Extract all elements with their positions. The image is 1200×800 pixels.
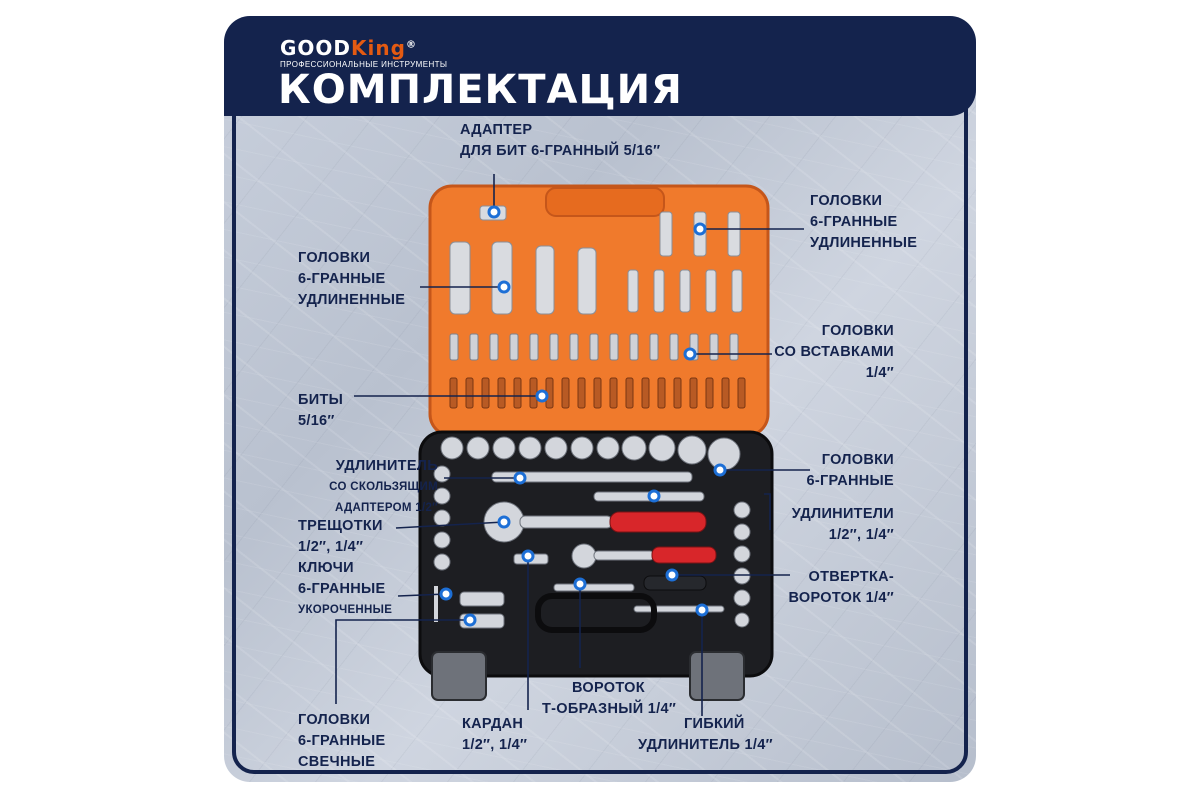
callout-heads-long-left-line3: УДЛИНЕННЫЕ <box>298 292 406 308</box>
ratchet-small <box>571 543 717 569</box>
hex-sockets-left-col <box>433 465 451 571</box>
callout-lines <box>335 174 810 716</box>
callout-ratchets-line1: ТРЕЩОТКИ <box>298 518 383 534</box>
callout-screwdriver-line1: ОТВЕРТКА- <box>808 569 894 585</box>
lid-handle <box>545 187 665 217</box>
callout-heads-inserts-line1: ГОЛОВКИ <box>821 323 894 339</box>
latch-left <box>431 651 487 701</box>
callout-t-handle: ВОРОТОК Т-ОБРАЗНЫЙ 1/4″ <box>542 678 676 720</box>
bits-row <box>449 377 746 409</box>
callout-flex-ext-line2: УДЛИНИТЕЛЬ 1/4″ <box>638 737 773 753</box>
callout-extension-slide-line3: АДАПТЕРОМ 1/2″ <box>335 502 438 514</box>
latch-right <box>689 651 745 701</box>
callout-heads-inserts-line3: 1/4″ <box>865 365 894 381</box>
product-poster: GOODKing® ПРОФЕССИОНАЛЬНЫЕ ИНСТРУМЕНТЫ К… <box>224 16 976 782</box>
callout-heads-long-right-line2: 6-ГРАННЫЕ <box>810 214 898 230</box>
callout-t-handle-line2: Т-ОБРАЗНЫЙ 1/4″ <box>542 701 677 717</box>
t-handle <box>553 583 635 592</box>
callout-cardan-line1: КАРДАН <box>462 716 524 732</box>
callout-t-handle-line1: ВОРОТОК <box>572 680 645 696</box>
callout-keys-line2: 6-ГРАННЫЕ <box>298 581 386 597</box>
long-sockets-left <box>449 241 597 315</box>
callout-adapter: АДАПТЕР ДЛЯ БИТ 6-ГРАННЫЙ 5/16″ <box>460 120 660 162</box>
callout-heads-hex-line1: ГОЛОВКИ <box>821 452 894 468</box>
callout-heads-inserts: ГОЛОВКИ СО ВСТАВКАМИ 1/4″ <box>774 321 894 384</box>
callout-markers <box>439 205 727 627</box>
insert-sockets-row <box>449 333 739 361</box>
callout-keys-line1: КЛЮЧИ <box>298 560 354 576</box>
long-sockets-right <box>627 211 743 313</box>
brand-logo: GOODKing® <box>280 36 417 60</box>
callout-extensions-line1: УДЛИНИТЕЛИ <box>791 506 894 522</box>
callout-flex-ext-line1: ГИБКИЙ <box>684 716 745 732</box>
callout-heads-long-left: ГОЛОВКИ 6-ГРАННЫЕ УДЛИНЕННЫЕ <box>298 248 405 311</box>
brand-name-part2: King <box>351 36 406 60</box>
callout-spark-heads-line3: СВЕЧНЫЕ <box>298 754 376 770</box>
toolbox-illustration <box>335 174 810 716</box>
callout-adapter-line2: ДЛЯ БИТ 6-ГРАННЫЙ 5/16″ <box>460 143 661 159</box>
brand-name-part1: GOOD <box>280 36 352 60</box>
callout-heads-long-left-line1: ГОЛОВКИ <box>298 250 371 266</box>
callout-extensions: УДЛИНИТЕЛИ 1/2″, 1/4″ <box>792 504 894 546</box>
hex-sockets-top-row <box>440 434 741 471</box>
callout-cardan-line2: 1/2″, 1/4″ <box>462 737 528 753</box>
callout-adapter-line1: АДАПТЕР <box>460 122 533 138</box>
callout-heads-hex: ГОЛОВКИ 6-ГРАННЫЕ <box>807 450 895 492</box>
page-title: КОМПЛЕКТАЦИЯ <box>278 67 683 113</box>
callout-ratchets: ТРЕЩОТКИ 1/2″, 1/4″ <box>298 516 383 558</box>
callout-bits-line2: 5/16″ <box>298 413 335 429</box>
callout-spark-heads-line2: 6-ГРАННЫЕ <box>298 733 386 749</box>
callout-cardan: КАРДАН 1/2″, 1/4″ <box>462 714 527 756</box>
callout-extension-slide-line1: УДЛИНИТЕЛЬ <box>335 458 438 474</box>
brand-tagline: ПРОФЕССИОНАЛЬНЫЕ ИНСТРУМЕНТЫ <box>280 60 448 69</box>
flex-extension <box>633 605 725 613</box>
callout-spark-heads: ГОЛОВКИ 6-ГРАННЫЕ СВЕЧНЫЕ <box>298 710 386 773</box>
callout-heads-inserts-line2: СО ВСТАВКАМИ <box>774 344 894 360</box>
callout-extension-slide: УДЛИНИТЕЛЬ СО СКОЛЬЗЯЩИМ АДАПТЕРОМ 1/2″ <box>280 456 438 519</box>
callout-extension-slide-line2: СО СКОЛЬЗЯЩИМ <box>329 481 438 493</box>
callout-heads-long-left-line2: 6-ГРАННЫЕ <box>298 271 386 287</box>
callout-bits-line1: БИТЫ <box>298 392 344 408</box>
registered-mark: ® <box>405 39 417 51</box>
callout-heads-long-right-line3: УДЛИНЕННЫЕ <box>810 235 918 251</box>
callout-extensions-line2: 1/2″, 1/4″ <box>828 527 894 543</box>
callout-keys: КЛЮЧИ 6-ГРАННЫЕ УКОРОЧЕННЫЕ <box>298 558 392 621</box>
callout-bits: БИТЫ 5/16″ <box>298 390 343 432</box>
spark-socket-1 <box>459 591 505 607</box>
callout-spark-heads-line1: ГОЛОВКИ <box>298 712 371 728</box>
callout-screwdriver: ОТВЕРТКА- ВОРОТОК 1/4″ <box>788 567 894 609</box>
callout-heads-long-right-line1: ГОЛОВКИ <box>810 193 883 209</box>
sliding-extension <box>491 471 693 483</box>
header-banner: GOODKing® ПРОФЕССИОНАЛЬНЫЕ ИНСТРУМЕНТЫ К… <box>224 16 976 116</box>
callout-ratchets-line2: 1/2″, 1/4″ <box>298 539 364 555</box>
callout-screwdriver-line2: ВОРОТОК 1/4″ <box>788 590 894 606</box>
callout-heads-hex-line2: 6-ГРАННЫЕ <box>806 473 894 489</box>
callout-flex-ext: ГИБКИЙ УДЛИНИТЕЛЬ 1/4″ <box>638 714 773 756</box>
hex-key <box>434 586 438 622</box>
callout-heads-long-right: ГОЛОВКИ 6-ГРАННЫЕ УДЛИНЕННЫЕ <box>810 191 917 254</box>
callout-keys-line3: УКОРОЧЕННЫЕ <box>298 604 393 616</box>
hex-sockets-right-col <box>733 501 751 628</box>
case-handle <box>535 593 657 633</box>
